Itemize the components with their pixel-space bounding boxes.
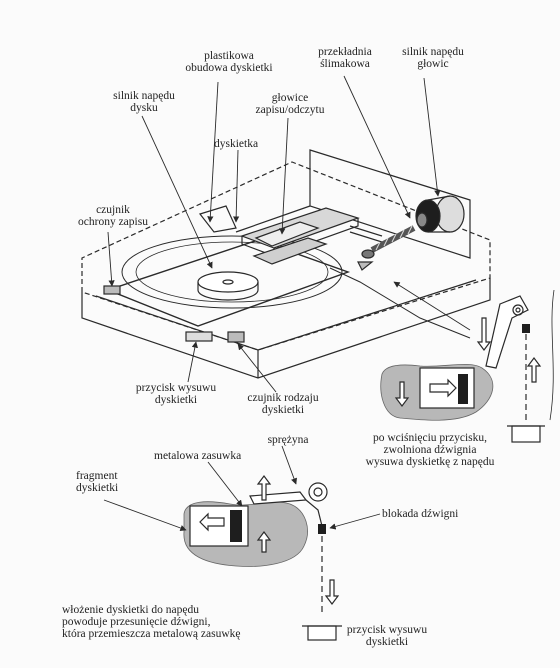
head-carriage: [240, 207, 383, 265]
write-protect-sensor-block: [103, 285, 121, 295]
label-eject-description: po wciśnięciu przycisku, zwolniona dźwig…: [365, 432, 495, 468]
leader-lines-top: [107, 75, 471, 393]
drive-lever-line: [329, 267, 471, 339]
label-eject-button-bottom: przycisk wysuwu dyskietki: [346, 624, 428, 648]
label-insert-description: włożenie dyskietki do napędu powoduje pr…: [62, 604, 241, 640]
label-disk-motor: silnik napędu dysku: [113, 90, 175, 114]
label-metal-shutter: metalowa zasuwka: [154, 450, 242, 462]
label-worm-gear: przekładnia ślimakowa: [318, 46, 372, 70]
label-type-sensor: czujnik rodzaju dyskietki: [247, 392, 319, 416]
insert-detail: [183, 475, 342, 641]
label-spring: sprężyna: [267, 434, 309, 446]
label-write-protect-sensor: czujnik ochrony zapisu: [78, 204, 148, 228]
leader-lines-bottom: [103, 445, 381, 532]
eject-button-top-block: [185, 331, 213, 342]
spindle-motor: [197, 271, 259, 301]
diskette-body: [105, 205, 351, 327]
type-sensor-block: [227, 331, 245, 343]
drive-chassis: [81, 149, 491, 379]
label-lever-lock: blokada dźwigni: [382, 508, 459, 520]
label-plastic-housing: plastikowa obudowa dyskietki: [185, 50, 273, 74]
eject-detail: [380, 289, 555, 443]
label-eject-button-top: przycisk wysuwu dyskietki: [135, 382, 217, 406]
label-diskette: dyskietka: [214, 138, 259, 150]
label-diskette-fragment: fragment dyskietki: [76, 470, 119, 494]
label-heads: głowice zapisu/odczytu: [255, 92, 325, 116]
head-motor: [415, 195, 465, 233]
label-head-motor: silnik napędu głowic: [402, 46, 464, 70]
worm-gear-assembly: [357, 225, 416, 271]
